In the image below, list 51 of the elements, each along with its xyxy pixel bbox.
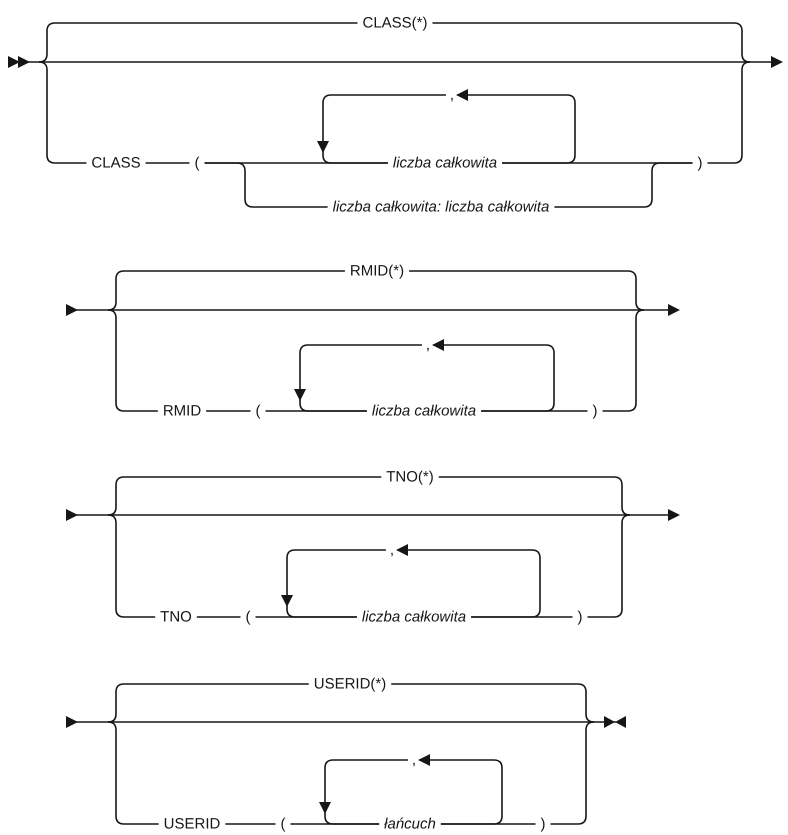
track-line: [38, 22, 358, 63]
track-line: [206, 410, 250, 412]
parenthesis: (: [256, 404, 260, 418]
parameter-name: liczba całkowita: [372, 404, 476, 418]
track-line: [588, 514, 630, 618]
track-line: [108, 721, 159, 825]
default-keyword: USERID(*): [314, 676, 386, 692]
comma: ,: [412, 752, 416, 768]
track-line: [550, 721, 594, 825]
track-line: [108, 309, 158, 412]
parameter-name: liczba całkowita: [392, 156, 498, 170]
comma: ,: [426, 338, 430, 352]
track-line: [108, 683, 309, 723]
parameter-name: liczba całkowita: liczba całkowita: [332, 200, 550, 214]
track-line: [204, 162, 328, 208]
parenthesis: (: [194, 156, 200, 170]
track-line: [225, 823, 276, 825]
track-line: [108, 514, 156, 618]
track-line: [391, 683, 594, 723]
track-line: [708, 61, 750, 164]
parameter-name: łańcuch: [384, 816, 436, 832]
keyword: CLASS: [91, 156, 141, 170]
keyword: TNO: [160, 610, 192, 624]
parenthesis: ): [578, 610, 582, 624]
default-keyword: RMID(*): [350, 264, 404, 278]
parameter-name: liczba całkowita: [362, 610, 466, 624]
parenthesis: (: [246, 610, 250, 624]
parenthesis: ): [592, 404, 598, 418]
track-line: [602, 309, 644, 412]
default-keyword: CLASS(*): [362, 16, 428, 30]
arrow: [418, 754, 503, 825]
arrow: [456, 89, 576, 164]
default-keyword: TNO(*): [386, 470, 434, 484]
track-line: [38, 61, 86, 164]
parenthesis: ): [540, 816, 546, 832]
track-line: [409, 270, 644, 311]
keyword: RMID: [162, 404, 202, 418]
track-line: [432, 22, 750, 63]
track-line: [554, 162, 692, 208]
keyword: USERID: [164, 816, 220, 832]
parenthesis: (: [280, 816, 286, 832]
track-line: [108, 476, 382, 516]
track-line: [196, 616, 240, 618]
arrow: [432, 339, 555, 412]
comma: ,: [450, 88, 454, 102]
track-line: [108, 270, 345, 311]
parenthesis: ): [698, 156, 702, 170]
track-line: [438, 476, 630, 516]
arrow: [396, 544, 541, 618]
comma: ,: [390, 542, 394, 558]
track-line: [146, 162, 190, 164]
